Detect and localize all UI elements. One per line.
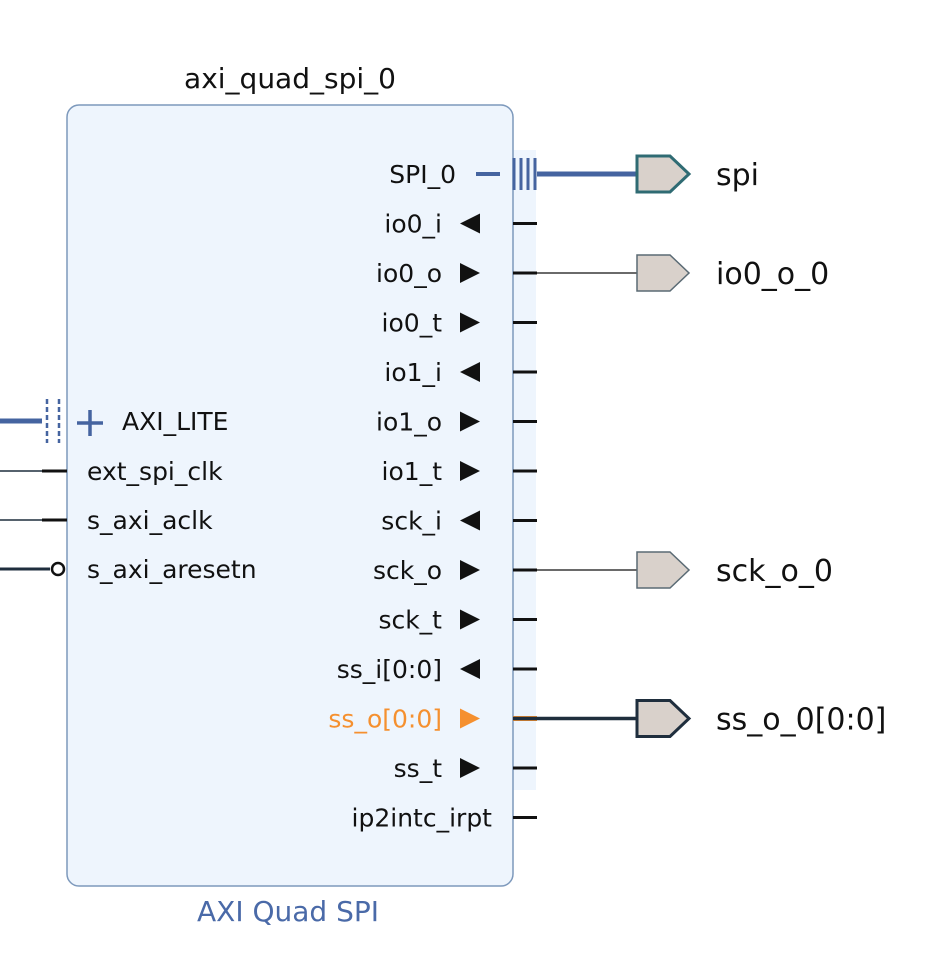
pin-label: sck_t <box>378 606 442 635</box>
output-arrow-icon <box>460 708 480 729</box>
pin-label: io0_i <box>384 210 442 239</box>
pin-io0-i[interactable]: io0_i <box>384 210 537 239</box>
pin-label: ss_t <box>394 754 443 783</box>
port-arrow-icon <box>636 551 691 589</box>
port-arrow-icon <box>635 699 692 738</box>
pin-io0-t[interactable]: io0_t <box>382 309 537 338</box>
pin-io1-o[interactable]: io1_o <box>376 408 537 437</box>
negation-bubble-icon <box>50 561 66 577</box>
external-port-io0-o-0[interactable]: io0_o_0 <box>513 254 829 292</box>
port-label: sck_o_0 <box>716 554 833 589</box>
port-arrow-icon <box>636 254 691 292</box>
pin-label: io0_o <box>376 259 442 288</box>
pin-ss-i-0-0[interactable]: ss_i[0:0] <box>337 655 537 684</box>
pin-ss-t[interactable]: ss_t <box>394 754 537 783</box>
pin-label: ss_i[0:0] <box>337 655 442 684</box>
output-arrow-icon <box>460 461 480 481</box>
ip-name-label: AXI Quad SPI <box>197 895 379 928</box>
output-arrow-icon <box>460 411 480 432</box>
pin-s-axi-aclk[interactable]: s_axi_aclk <box>0 506 213 535</box>
pin-io1-t[interactable]: io1_t <box>382 457 537 486</box>
expand-plus-icon[interactable] <box>77 410 103 436</box>
pin-label: sck_i <box>381 507 442 536</box>
pin-label: AXI_LITE <box>122 407 228 436</box>
input-arrow-icon <box>460 362 480 382</box>
port-label: ss_o_0[0:0] <box>716 703 886 738</box>
pin-spi-0[interactable]: SPI_0 <box>389 158 537 190</box>
pin-axi-lite[interactable]: AXI_LITE <box>0 399 228 443</box>
external-port-sck-o-0[interactable]: sck_o_0 <box>513 551 833 589</box>
input-arrow-icon <box>460 659 480 679</box>
pin-label: ip2intc_irpt <box>352 804 493 833</box>
pin-io0-o[interactable]: io0_o <box>376 259 537 288</box>
pin-label: ext_spi_clk <box>87 457 223 486</box>
input-arrow-icon <box>460 510 480 531</box>
right-pin-group: SPI_0 io0_i io0_o io0_t io1_i io1_o io1_t sck_i… <box>328 158 537 833</box>
ip-block-axi-quad-spi[interactable] <box>66 104 514 887</box>
pin-label: io1_o <box>376 408 442 437</box>
pin-label: SPI_0 <box>389 160 456 189</box>
output-arrow-icon <box>460 560 480 580</box>
pin-label: s_axi_aresetn <box>87 555 257 584</box>
pin-label: io1_i <box>384 358 442 387</box>
port-label: spi <box>716 158 759 193</box>
external-port-ss-o-0-0-0[interactable]: ss_o_0[0:0] <box>513 699 886 738</box>
pin-sck-i[interactable]: sck_i <box>381 507 537 536</box>
instance-name-label: axi_quad_spi_0 <box>184 62 396 95</box>
external-port-spi[interactable]: spi <box>537 154 759 194</box>
pin-label: io0_t <box>382 309 443 338</box>
pin-label: io1_t <box>382 457 443 486</box>
output-arrow-icon <box>460 758 480 778</box>
output-arrow-icon <box>460 312 480 333</box>
pin-io1-i[interactable]: io1_i <box>384 358 537 387</box>
output-arrow-icon <box>460 263 480 283</box>
output-arrow-icon <box>460 609 480 630</box>
external-port-group: spi io0_o_0 sck_o_0 ss_o_0[0:0] <box>513 154 886 738</box>
port-label: io0_o_0 <box>716 257 829 292</box>
pin-label: sck_o <box>373 556 442 585</box>
pin-sck-t[interactable]: sck_t <box>378 606 537 635</box>
input-arrow-icon <box>460 213 480 234</box>
pin-ip2intc-irpt[interactable]: ip2intc_irpt <box>352 804 537 833</box>
port-arrow-icon <box>635 154 692 194</box>
pin-s-axi-aresetn[interactable]: s_axi_aresetn <box>0 555 257 584</box>
pin-label: ss_o[0:0] <box>328 705 442 734</box>
left-pin-group: AXI_LITE ext_spi_clk s_axi_aclk s_axi_arese… <box>0 399 257 584</box>
pin-label: s_axi_aclk <box>87 506 213 535</box>
pin-ext-spi-clk[interactable]: ext_spi_clk <box>0 457 223 486</box>
